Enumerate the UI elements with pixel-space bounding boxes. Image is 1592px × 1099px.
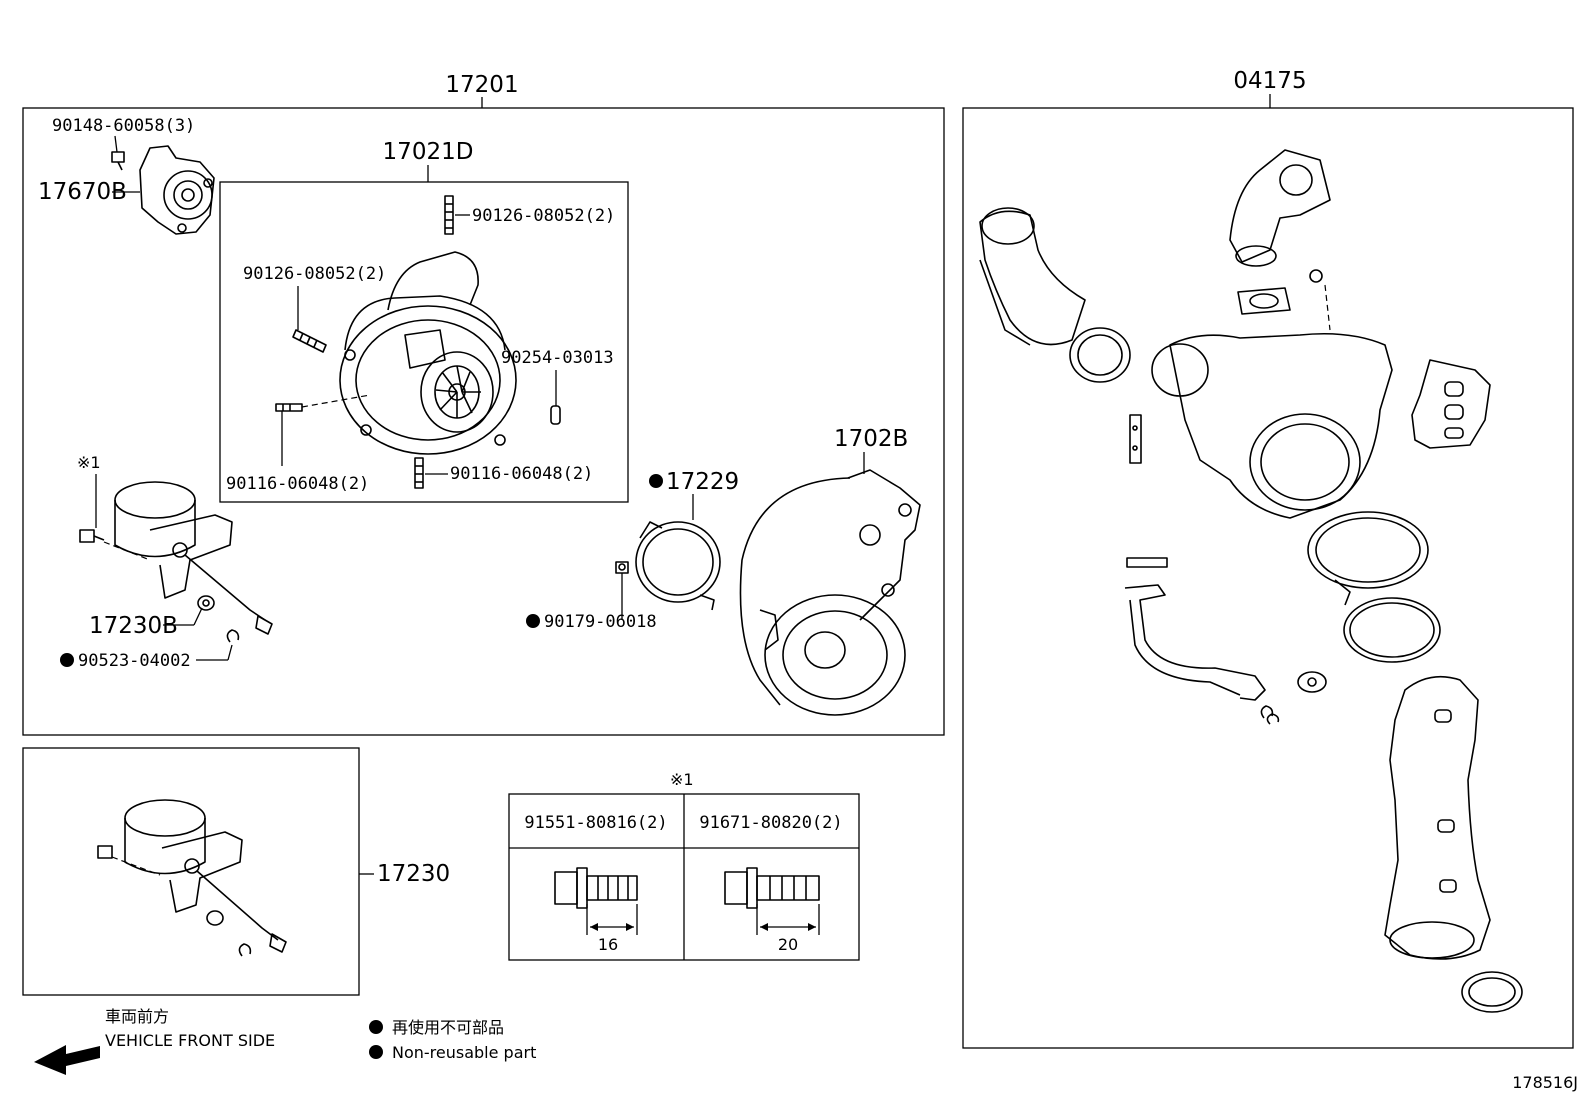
washer-17230B-icon <box>197 595 215 611</box>
frame-17230 <box>22 747 360 996</box>
front-label-en: VEHICLE FRONT SIDE <box>105 1031 275 1050</box>
legend-en: Non-reusable part <box>392 1043 536 1062</box>
drawing-number: 178516J <box>1512 1073 1578 1092</box>
gasket-kit-04175-icon <box>979 149 1523 1013</box>
nut-90179-icon <box>615 561 629 574</box>
label-90116-06048-a: 90116-06048(2) <box>226 474 369 494</box>
elbow-1702B-icon <box>739 469 921 716</box>
label-ref-mark-2: ※1 <box>670 770 694 789</box>
bolt-91551-icon <box>554 867 638 909</box>
label-90254-03013: 90254-03013 <box>501 348 614 368</box>
dim-20: 20 <box>778 935 798 954</box>
clip-90523-icon <box>226 629 240 643</box>
frame-17201 <box>22 107 945 736</box>
label-90126-08052-b: 90126-08052(2) <box>243 264 386 284</box>
clamp-17229-icon <box>635 521 721 611</box>
label-90148-60058: 90148-60058(3) <box>52 116 195 136</box>
actuator-17230-icon <box>97 799 287 957</box>
non-reusable-dot-icon <box>526 614 540 628</box>
bolt-ref-icon <box>79 529 105 543</box>
label-17230B: 17230B <box>89 613 178 639</box>
pin-90254-icon <box>550 405 561 425</box>
stud-90126-b-icon <box>292 329 327 353</box>
label-90126-08052-a: 90126-08052(2) <box>472 206 615 226</box>
label-17230: 17230 <box>377 861 450 887</box>
label-17201: 17201 <box>445 72 518 98</box>
label-91551-80816: 91551-80816(2) <box>524 813 667 833</box>
actuator-17230B-icon <box>114 481 273 635</box>
stud-90126-a-icon <box>444 195 454 235</box>
label-17229: 17229 <box>666 469 739 495</box>
label-90523-04002: 90523-04002 <box>78 651 191 671</box>
stud-90116-b-icon <box>414 457 424 489</box>
label-90179-06018: 90179-06018 <box>544 612 657 632</box>
non-reusable-dot-icon <box>369 1020 383 1034</box>
bolt-90148-icon <box>111 151 125 171</box>
frame-04175 <box>962 107 1574 1049</box>
actuator-17670B-icon <box>139 145 215 235</box>
stud-90116-a-icon <box>275 403 303 412</box>
non-reusable-dot-icon <box>60 653 74 667</box>
non-reusable-dot-icon <box>369 1045 383 1059</box>
label-90116-06048-b: 90116-06048(2) <box>450 464 593 484</box>
label-91671-80820: 91671-80820(2) <box>699 813 842 833</box>
front-arrow-icon <box>34 1045 100 1075</box>
turbine-cartridge-17021D-icon <box>339 251 517 455</box>
dim-16: 16 <box>598 935 618 954</box>
legend-jp: 再使用不可部品 <box>392 1018 504 1037</box>
non-reusable-dot-icon <box>649 474 663 488</box>
label-1702B: 1702B <box>834 426 908 452</box>
front-label-jp: 車両前方 <box>105 1007 169 1026</box>
label-17021D: 17021D <box>383 139 474 165</box>
bolt-91671-icon <box>724 867 820 909</box>
label-04175: 04175 <box>1233 68 1306 94</box>
label-ref-mark-1: ※1 <box>77 453 101 472</box>
frame-17021D <box>219 181 629 503</box>
